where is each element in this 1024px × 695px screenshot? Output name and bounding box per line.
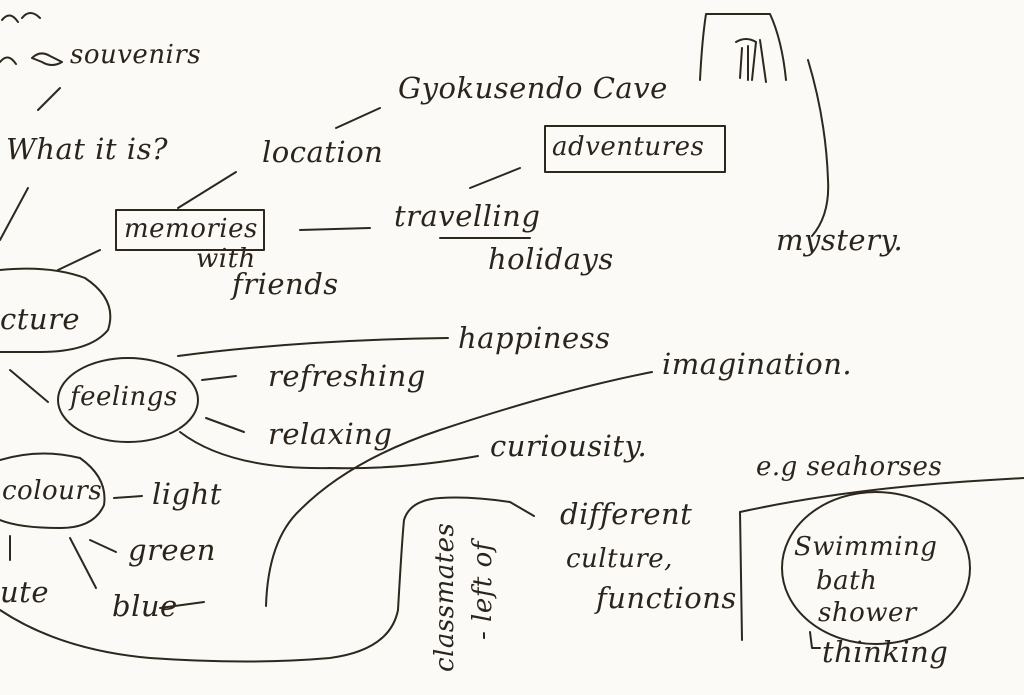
memories-box xyxy=(115,209,265,251)
line-memories-location xyxy=(177,171,237,209)
word-culture: culture, xyxy=(566,544,673,574)
word-ute: ute xyxy=(0,575,49,609)
word-adventures: adventures xyxy=(552,132,705,162)
adventures-box xyxy=(544,125,726,173)
line-colours-light xyxy=(113,495,143,499)
feelings-ellipse xyxy=(57,357,199,443)
word-with: with xyxy=(196,244,256,274)
bottom-loop xyxy=(0,496,535,663)
picture-ellipse xyxy=(0,267,112,353)
word-imagination: imagination. xyxy=(662,347,853,381)
swimming-ellipse xyxy=(781,491,971,645)
word-gyokusendo-cave: Gyokusendo Cave xyxy=(398,71,668,105)
word-bath: bath xyxy=(816,566,878,596)
word-location: location xyxy=(262,135,384,169)
word-eg-seahorses: e.g seahorses xyxy=(756,452,943,482)
line-travelling-adventures xyxy=(469,167,521,189)
line-blue-tail xyxy=(159,601,205,609)
line-location-gyoku xyxy=(335,107,381,129)
colours-ellipse xyxy=(0,452,106,529)
word-friends: friends xyxy=(232,267,339,301)
word-light: light xyxy=(152,477,222,511)
word-shower: shower xyxy=(818,598,917,628)
word-travelling: travelling xyxy=(394,199,541,233)
doodle-top-left xyxy=(0,12,63,66)
word-swimming: Swimming xyxy=(794,532,938,562)
word-souvenirs: souvenirs xyxy=(70,40,202,70)
cave-drawing xyxy=(699,13,787,83)
line-what-down xyxy=(0,187,29,241)
word-holidays: holidays xyxy=(488,242,614,276)
word-curiousity: curiousity. xyxy=(490,429,648,463)
line-imagination xyxy=(265,371,653,607)
word-relaxing: relaxing xyxy=(268,417,393,451)
word-functions: functions xyxy=(596,581,737,615)
word-thinking: thinking xyxy=(822,635,949,669)
word-memories: memories xyxy=(124,214,258,244)
line-colours-blue xyxy=(69,537,97,589)
word-different: different xyxy=(560,497,693,531)
line-colours-green xyxy=(89,539,117,553)
word-mystery: mystery. xyxy=(776,223,904,257)
line-cave-mystery xyxy=(807,59,830,237)
word-green: green xyxy=(128,533,216,567)
word-what-it-is: What it is? xyxy=(6,132,168,166)
word-vertical-classmates: classmates xyxy=(430,522,460,672)
word-blue: blue xyxy=(112,589,178,623)
line-memories-travelling xyxy=(299,227,371,231)
line-picture-feelings xyxy=(9,369,49,403)
line-feelings-relaxing xyxy=(205,417,245,433)
line-souvenirs-what xyxy=(37,87,61,111)
word-vertical-left-of: - left of xyxy=(468,541,498,640)
line-different-bracket xyxy=(739,477,1024,641)
line-feelings-happiness xyxy=(177,337,449,357)
word-picture: cture xyxy=(0,302,81,336)
line-memories-picture xyxy=(57,249,101,271)
word-happiness: happiness xyxy=(458,321,611,355)
word-colours: colours xyxy=(2,476,103,506)
word-refreshing: refreshing xyxy=(268,359,426,393)
thinking-bracket xyxy=(809,631,821,649)
line-feelings-curiousity xyxy=(179,431,479,470)
line-feelings-refreshing xyxy=(201,375,237,381)
word-feelings: feelings xyxy=(70,382,178,412)
